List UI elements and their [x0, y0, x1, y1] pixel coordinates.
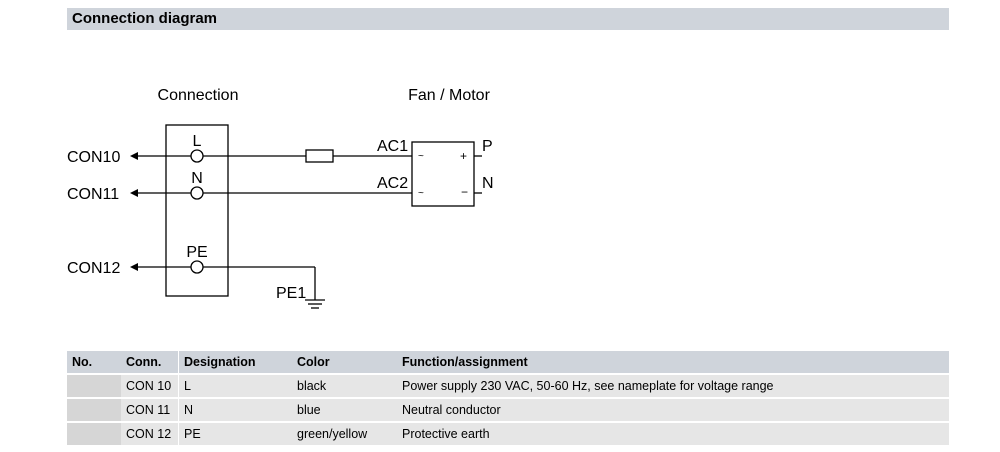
table-row: CON 12 PE green/yellow Protective earth [67, 423, 949, 447]
column-header-color: Color [292, 351, 397, 375]
connection-title: Connection [158, 87, 239, 104]
cell-function: Power supply 230 VAC, 50-60 Hz, see name… [397, 375, 949, 399]
wiring-diagram: Connection Fan / Motor L N PE CON10 C [67, 87, 494, 309]
n-label: N [482, 175, 494, 192]
terminal-label-pe: PE [186, 244, 207, 261]
arrow-con11-icon [130, 189, 138, 197]
con10-label: CON10 [67, 149, 120, 166]
section-header: Connection diagram [67, 8, 949, 30]
cell-function: Neutral conductor [397, 399, 949, 423]
cell-designation: PE [179, 423, 292, 447]
fuse-icon [305, 149, 334, 163]
line-con11 [130, 186, 412, 200]
line-con10 [130, 149, 412, 163]
terminal-label-n: N [191, 170, 203, 187]
terminal-l-icon [190, 149, 204, 163]
terminal-label-l: L [193, 133, 202, 150]
fan-motor-title: Fan / Motor [408, 87, 490, 104]
minus-icon: − [461, 185, 468, 199]
terminal-pe-icon [190, 260, 204, 274]
cell-designation: N [179, 399, 292, 423]
pe1-label: PE1 [276, 285, 306, 302]
con12-label: CON12 [67, 260, 120, 277]
line-con12 [130, 260, 325, 309]
cell-conn: CON 11 [121, 399, 179, 423]
cell-conn: CON 12 [121, 423, 179, 447]
arrow-con12-icon [130, 263, 138, 271]
column-header-conn: Conn. [121, 351, 179, 375]
motor-box [411, 141, 475, 207]
cell-color: black [292, 375, 397, 399]
arrow-con10-icon [130, 152, 138, 160]
section-title: Connection diagram [72, 10, 218, 27]
cell-designation: L [179, 375, 292, 399]
con11-label: CON11 [67, 186, 119, 203]
plus-icon: + [460, 149, 467, 163]
cell-color: blue [292, 399, 397, 423]
ac-symbol-icon: ~ [418, 151, 424, 162]
terminal-n-icon [190, 186, 204, 200]
column-header-no: No. [67, 351, 121, 375]
connection-table: No. Conn. Designation Color Function/ass… [67, 351, 949, 447]
ac2-label: AC2 [377, 175, 408, 192]
cell-no [67, 423, 121, 447]
connector-block [165, 124, 229, 297]
cell-function: Protective earth [397, 423, 949, 447]
cell-no [67, 375, 121, 399]
table-row: CON 11 N blue Neutral conductor [67, 399, 949, 423]
p-label: P [482, 138, 493, 155]
cell-no [67, 399, 121, 423]
table-header-row: No. Conn. Designation Color Function/ass… [67, 351, 949, 375]
ground-icon [305, 299, 325, 309]
column-header-function: Function/assignment [397, 351, 949, 375]
ac1-label: AC1 [377, 138, 408, 155]
cell-color: green/yellow [292, 423, 397, 447]
table-row: CON 10 L black Power supply 230 VAC, 50-… [67, 375, 949, 399]
cell-conn: CON 10 [121, 375, 179, 399]
ac-symbol-icon: ~ [418, 188, 424, 199]
column-header-designation: Designation [179, 351, 292, 375]
